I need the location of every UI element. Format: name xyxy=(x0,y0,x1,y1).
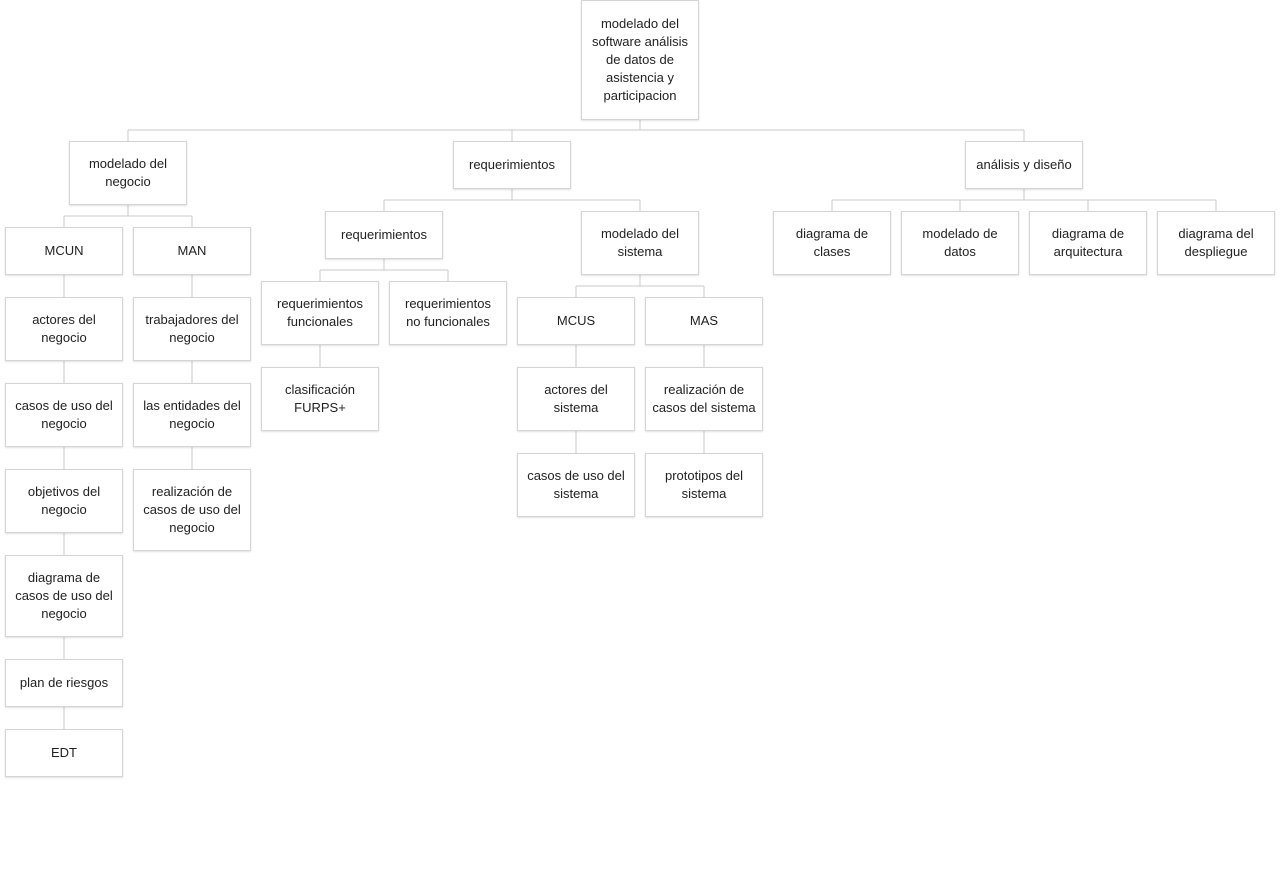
node-analisis-diseno[interactable]: análisis y diseño xyxy=(965,141,1083,189)
node-label: casos de uso del sistema xyxy=(527,468,625,501)
node-modelado-negocio[interactable]: modelado del negocio xyxy=(69,141,187,205)
node-plan-riesgos[interactable]: plan de riesgos xyxy=(5,659,123,707)
node-label: diagrama de arquitectura xyxy=(1051,226,1125,259)
node-mcus[interactable]: MCUS xyxy=(517,297,635,345)
node-label: requerimientos xyxy=(469,157,555,172)
node-actores-negocio[interactable]: actores del negocio xyxy=(5,297,123,361)
node-label: EDT xyxy=(51,745,77,760)
node-mcun[interactable]: MCUN xyxy=(5,227,123,275)
node-mas[interactable]: MAS xyxy=(645,297,763,345)
node-label: MCUN xyxy=(44,243,84,258)
node-label: actores del negocio xyxy=(32,312,96,345)
node-modelado-sistema[interactable]: modelado del sistema xyxy=(581,211,699,275)
node-label: realización de casos de uso del negocio xyxy=(143,484,241,535)
node-label: modelado de datos xyxy=(922,226,998,259)
node-realizacion-casos-sistema[interactable]: realización de casos del sistema xyxy=(645,367,763,431)
node-diagrama-despliegue[interactable]: diagrama del despliegue xyxy=(1157,211,1275,275)
node-man[interactable]: MAN xyxy=(133,227,251,275)
node-label: actores del sistema xyxy=(544,382,608,415)
node-label: requerimientos xyxy=(341,227,427,242)
node-label: análisis y diseño xyxy=(976,157,1072,172)
node-entidades-negocio[interactable]: las entidades del negocio xyxy=(133,383,251,447)
node-objetivos-negocio[interactable]: objetivos del negocio xyxy=(5,469,123,533)
node-edt[interactable]: EDT xyxy=(5,729,123,777)
node-label: objetivos del negocio xyxy=(27,484,101,517)
node-root[interactable]: modelado del software análisis de datos … xyxy=(581,0,699,120)
node-label: realización de casos del sistema xyxy=(652,382,756,415)
node-diagrama-casos-negocio[interactable]: diagrama de casos de uso del negocio xyxy=(5,555,123,637)
node-label: modelado del negocio xyxy=(88,156,168,189)
node-label: casos de uso del negocio xyxy=(15,398,113,431)
node-modelado-datos[interactable]: modelado de datos xyxy=(901,211,1019,275)
node-trabajadores-negocio[interactable]: trabajadores del negocio xyxy=(133,297,251,361)
node-label: modelado del sistema xyxy=(600,226,680,259)
node-actores-sistema[interactable]: actores del sistema xyxy=(517,367,635,431)
node-label: diagrama de clases xyxy=(795,226,869,259)
node-requerimientos[interactable]: requerimientos xyxy=(453,141,571,189)
node-label: requerimientos no funcionales xyxy=(405,296,491,329)
node-label: plan de riesgos xyxy=(19,675,109,690)
node-label: diagrama de casos de uso del negocio xyxy=(15,570,113,621)
node-diagrama-arquitectura[interactable]: diagrama de arquitectura xyxy=(1029,211,1147,275)
node-label: las entidades del negocio xyxy=(143,398,241,431)
node-label: clasificación FURPS+ xyxy=(284,382,356,415)
node-diagrama-clases[interactable]: diagrama de clases xyxy=(773,211,891,275)
node-realizacion-casos-negocio[interactable]: realización de casos de uso del negocio xyxy=(133,469,251,551)
node-req-funcionales[interactable]: requerimientos funcionales xyxy=(261,281,379,345)
node-label: diagrama del despliegue xyxy=(1178,226,1254,259)
node-casos-uso-sistema[interactable]: casos de uso del sistema xyxy=(517,453,635,517)
node-label: MCUS xyxy=(556,313,596,328)
node-requerimientos-sub[interactable]: requerimientos xyxy=(325,211,443,259)
node-prototipos-sistema[interactable]: prototipos del sistema xyxy=(645,453,763,517)
node-label: requerimientos funcionales xyxy=(277,296,363,329)
node-label: MAN xyxy=(177,243,207,258)
node-label: MAS xyxy=(689,313,719,328)
node-clasificacion-furps[interactable]: clasificación FURPS+ xyxy=(261,367,379,431)
node-label: trabajadores del negocio xyxy=(145,312,239,345)
node-req-no-funcionales[interactable]: requerimientos no funcionales xyxy=(389,281,507,345)
node-casos-uso-negocio[interactable]: casos de uso del negocio xyxy=(5,383,123,447)
node-label: modelado del software análisis de datos … xyxy=(591,16,689,103)
node-label: prototipos del sistema xyxy=(664,468,744,501)
